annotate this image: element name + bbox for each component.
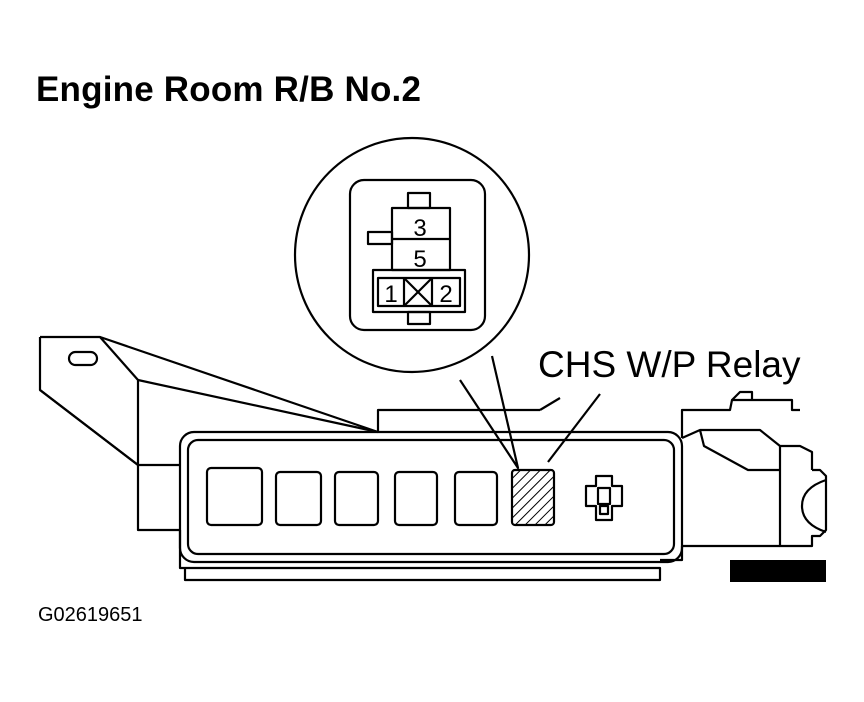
relay-block xyxy=(178,430,684,564)
top-rail xyxy=(99,335,379,434)
relay-block-inner xyxy=(186,438,676,556)
scale-bar xyxy=(730,560,826,582)
terminal-3: 3 xyxy=(413,215,426,242)
figure-id: G02619651 xyxy=(38,604,143,626)
callout-pointer xyxy=(459,355,520,470)
relay-slot-1 xyxy=(205,466,264,527)
relay-slot-3 xyxy=(333,470,380,527)
relay-slot-5 xyxy=(453,470,499,527)
relay-label: CHS W/P Relay xyxy=(538,344,801,385)
terminal-5: 5 xyxy=(413,246,426,273)
clip-curve xyxy=(800,478,827,534)
relay-slot-4 xyxy=(393,470,439,527)
back-housing xyxy=(376,408,540,432)
relay-leader-line xyxy=(547,393,601,463)
relay-slot-2 xyxy=(274,470,323,527)
connector-face xyxy=(348,178,487,332)
cross-connector xyxy=(584,474,624,522)
chs-wp-relay-slot xyxy=(510,468,556,527)
terminal-1: 1 xyxy=(384,281,397,308)
diagram-title: Engine Room R/B No.2 xyxy=(36,70,422,109)
mount-hole xyxy=(67,350,99,367)
terminal-2: 2 xyxy=(439,281,452,308)
